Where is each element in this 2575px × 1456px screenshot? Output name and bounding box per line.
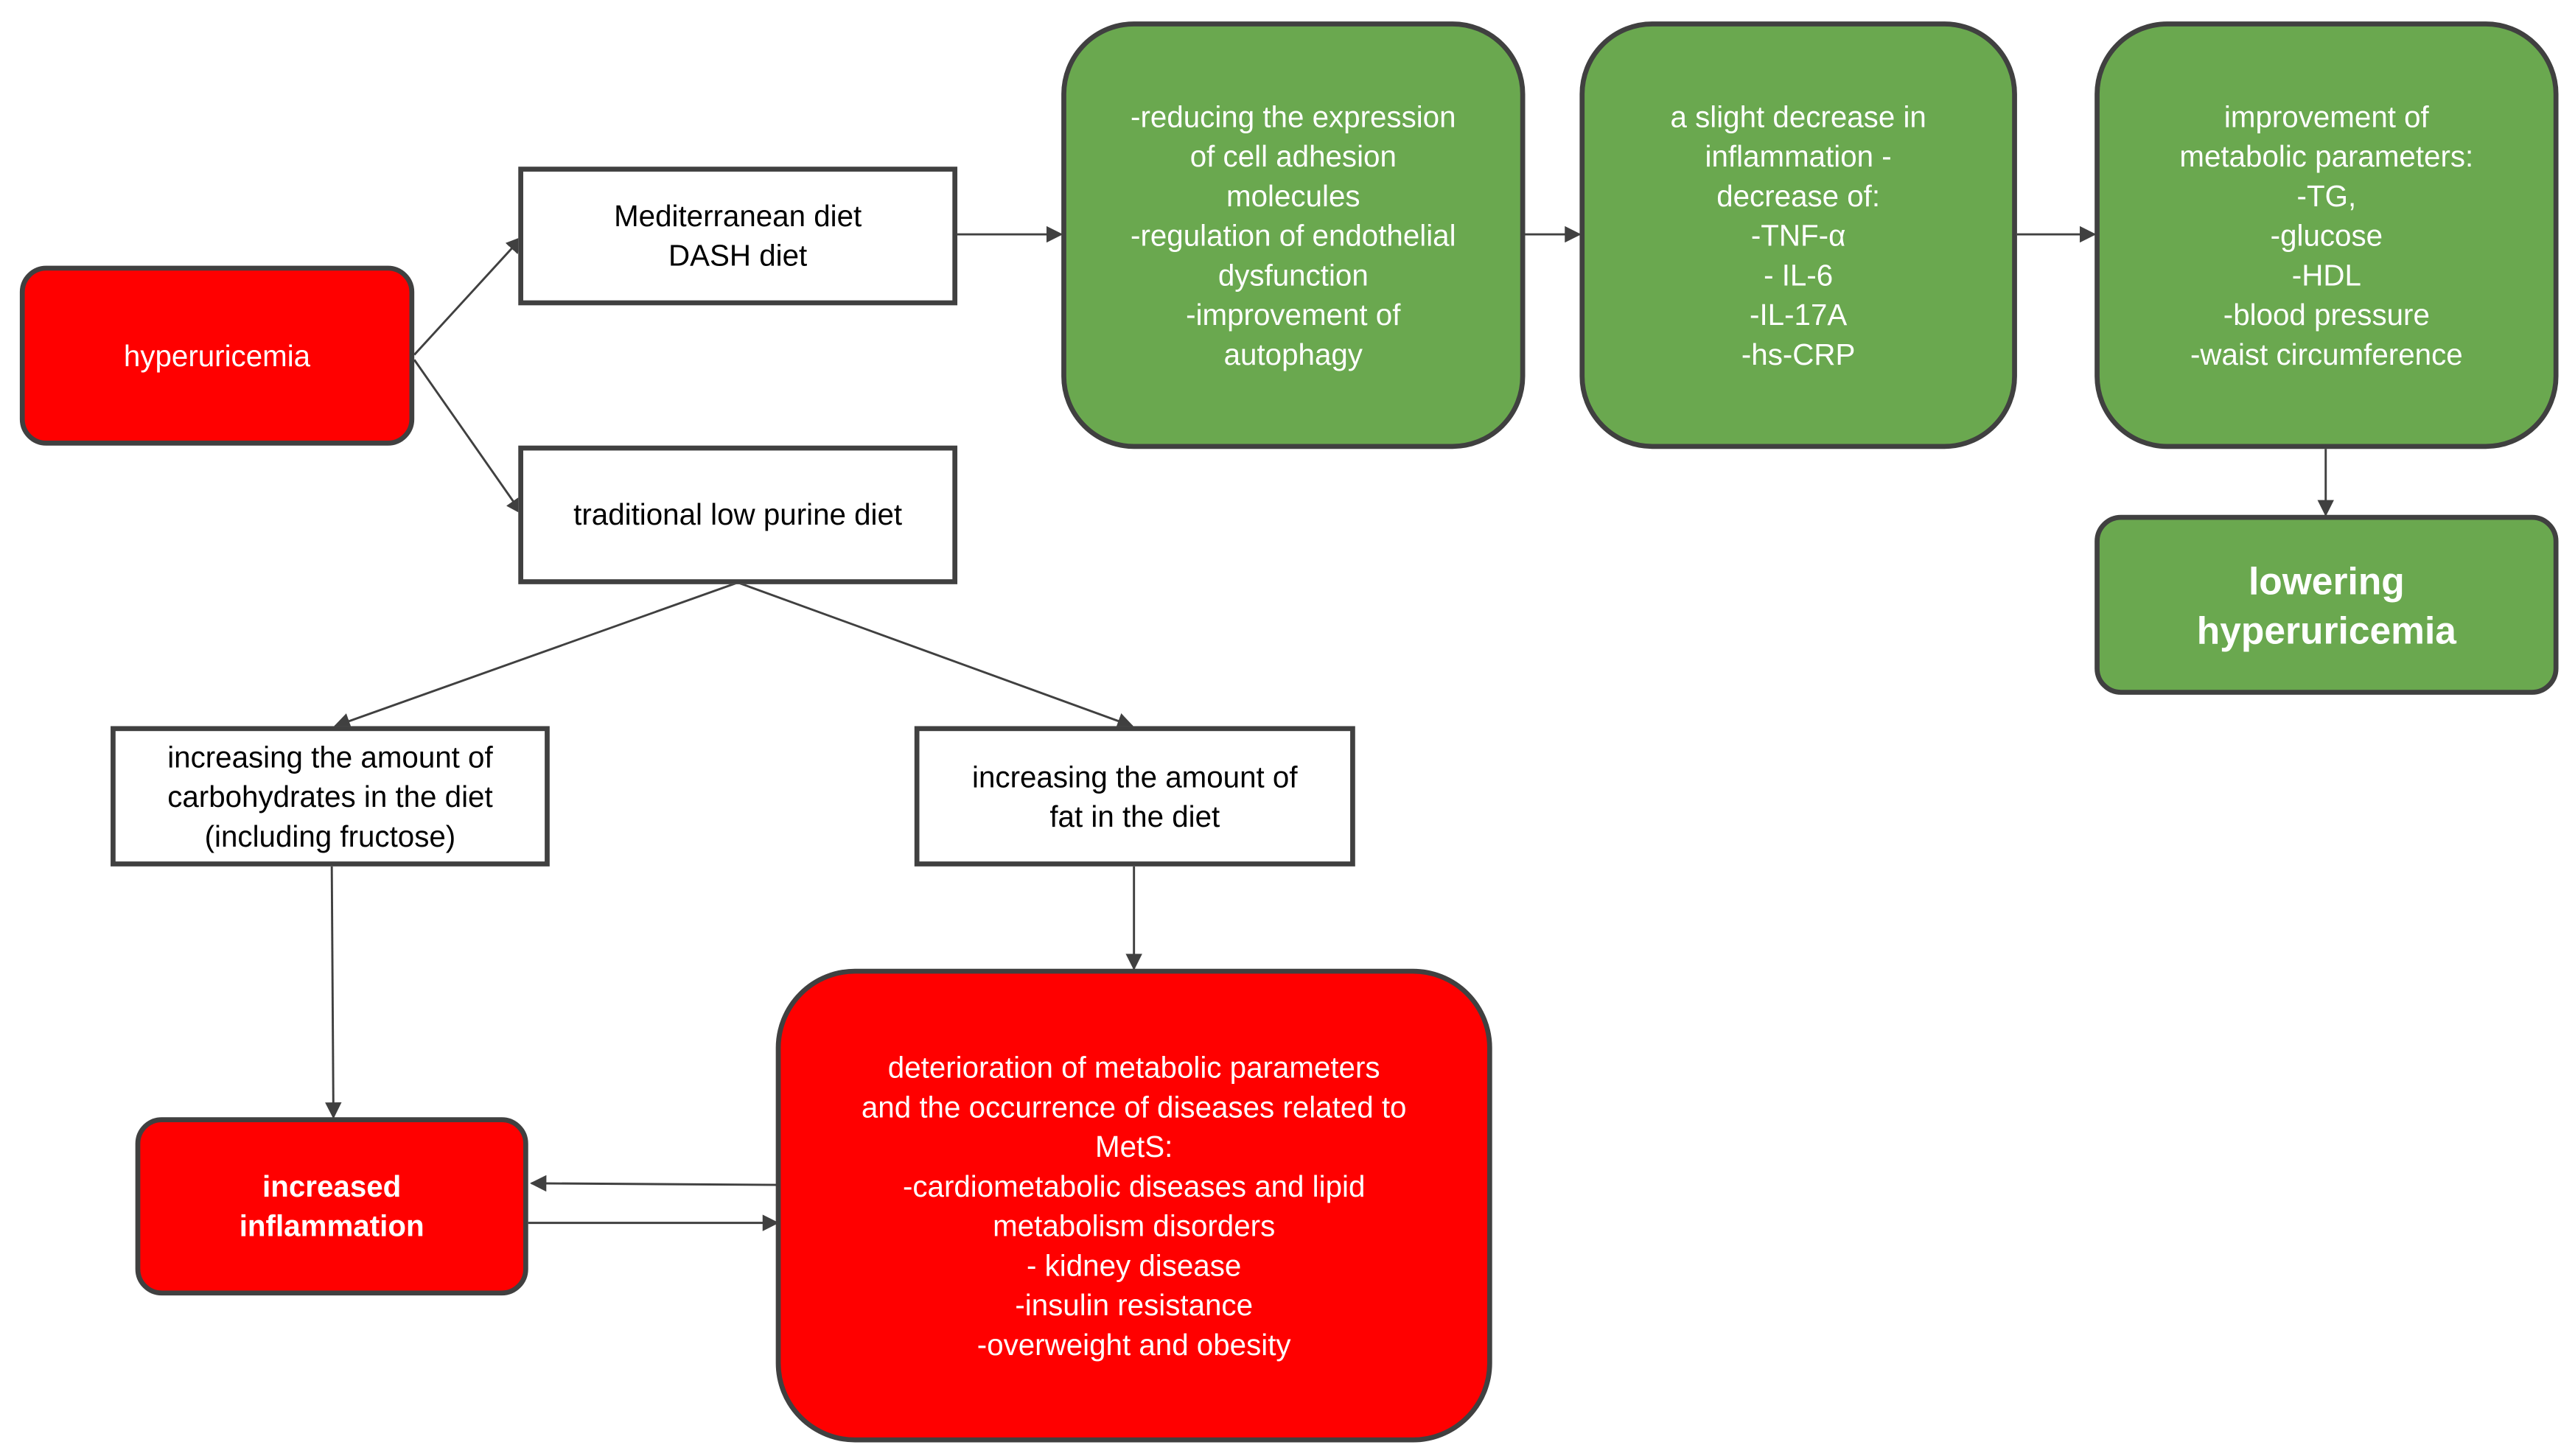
node-deterioration-line-1: deterioration of metabolic parameters xyxy=(887,1050,1380,1084)
node-cell-adhesion-line-2: of cell adhesion xyxy=(1189,139,1397,173)
node-low-purine-diet-line-1: traditional low purine diet xyxy=(573,498,903,532)
node-increased-inflammation-line-2: inflammation xyxy=(239,1209,424,1243)
node-carbohydrates: increasing the amount of carbohydrates i… xyxy=(111,726,550,867)
arrow-deterioration-to-increased-inflammation xyxy=(529,1175,778,1192)
node-carbohydrates-line-2: carbohydrates in the diet xyxy=(167,780,493,813)
arrow-hyperuricemia-to-med-dash xyxy=(413,236,523,356)
node-deterioration-line-8: -overweight and obesity xyxy=(976,1327,1291,1361)
node-mediterranean-dash: Mediterranean diet DASH diet xyxy=(518,167,958,306)
node-metabolic-improvement-line-4: -glucose xyxy=(2270,218,2383,252)
arrow-low-purine-to-fat xyxy=(737,581,1134,729)
node-deterioration-line-3: MetS: xyxy=(1095,1130,1173,1163)
node-mediterranean-dash-line-2: DASH diet xyxy=(668,239,808,273)
node-carbohydrates-line-1: increasing the amount of xyxy=(167,740,493,774)
node-fat: increasing the amount of fat in the diet xyxy=(914,726,1355,867)
node-inflammation-decrease-line-4: -TNF-α xyxy=(1750,218,1846,252)
node-cell-adhesion-line-7: autophagy xyxy=(1223,337,1363,371)
node-cell-adhesion-line-5: dysfunction xyxy=(1217,258,1369,292)
node-cell-adhesion: -reducing the expression of cell adhesio… xyxy=(1061,21,1526,449)
node-deterioration: deterioration of metabolic parameters an… xyxy=(775,968,1492,1443)
node-metabolic-improvement-line-2: metabolic parameters: xyxy=(2179,139,2474,173)
node-hyperuricemia-line-1: hyperuricemia xyxy=(123,339,311,373)
node-deterioration-line-4: -cardiometabolic diseases and lipid xyxy=(902,1169,1366,1203)
node-cell-adhesion-line-6: -improvement of xyxy=(1186,298,1401,332)
node-hyperuricemia: hyperuricemia xyxy=(19,265,415,446)
node-fat-line-2: fat in the diet xyxy=(1049,799,1220,833)
node-increased-inflammation: increased inflammation xyxy=(135,1117,528,1296)
node-inflammation-decrease-line-3: decrease of: xyxy=(1716,179,1881,212)
arrow-hyperuricemia-to-low-purine xyxy=(413,359,523,515)
node-deterioration-line-7: -insulin resistance xyxy=(1015,1288,1254,1321)
node-lowering-hyperuricemia-line-2: hyperuricemia xyxy=(2196,608,2456,651)
node-lowering-hyperuricemia-line-1: lowering xyxy=(2248,559,2405,602)
node-carbohydrates-line-3: (including fructose) xyxy=(204,819,456,853)
node-fat-line-1: increasing the amount of xyxy=(972,760,1298,794)
node-metabolic-improvement-line-7: -waist circumference xyxy=(2190,337,2463,371)
node-cell-adhesion-line-1: -reducing the expression xyxy=(1131,99,1456,133)
node-cell-adhesion-line-4: -regulation of endothelial xyxy=(1131,218,1456,252)
arrow-low-purine-to-carbs xyxy=(333,581,738,729)
node-low-purine-diet: traditional low purine diet xyxy=(518,445,958,584)
node-inflammation-decrease-line-1: a slight decrease in xyxy=(1670,99,1926,133)
node-metabolic-improvement-line-6: -blood pressure xyxy=(2223,298,2430,332)
node-cell-adhesion-line-3: molecules xyxy=(1226,179,1360,212)
node-deterioration-line-6: - kidney disease xyxy=(1026,1248,1242,1282)
node-metabolic-improvement-line-3: -TG, xyxy=(2296,179,2357,212)
node-lowering-hyperuricemia: lowering hyperuricemia xyxy=(2094,514,2559,695)
node-inflammation-decrease-line-2: inflammation - xyxy=(1705,139,1892,173)
node-deterioration-line-5: metabolism disorders xyxy=(993,1208,1276,1242)
node-metabolic-improvement-line-1: improvement of xyxy=(2223,99,2429,133)
node-deterioration-line-2: and the occurrence of diseases related t… xyxy=(861,1090,1407,1124)
arrow-carbs-to-increased-inflammation xyxy=(325,866,342,1119)
node-metabolic-improvement: improvement of metabolic parameters: -TG… xyxy=(2094,21,2559,449)
node-inflammation-decrease-line-7: -hs-CRP xyxy=(1741,337,1856,371)
node-mediterranean-dash-line-1: Mediterranean diet xyxy=(614,200,862,233)
node-increased-inflammation-line-1: increased xyxy=(262,1169,402,1203)
node-inflammation-decrease-line-5: - IL-6 xyxy=(1764,258,1834,292)
node-metabolic-improvement-line-5: -HDL xyxy=(2291,258,2361,292)
node-inflammation-decrease: a slight decrease in inflammation - decr… xyxy=(1579,21,2017,449)
node-inflammation-decrease-line-6: -IL-17A xyxy=(1750,298,1848,332)
